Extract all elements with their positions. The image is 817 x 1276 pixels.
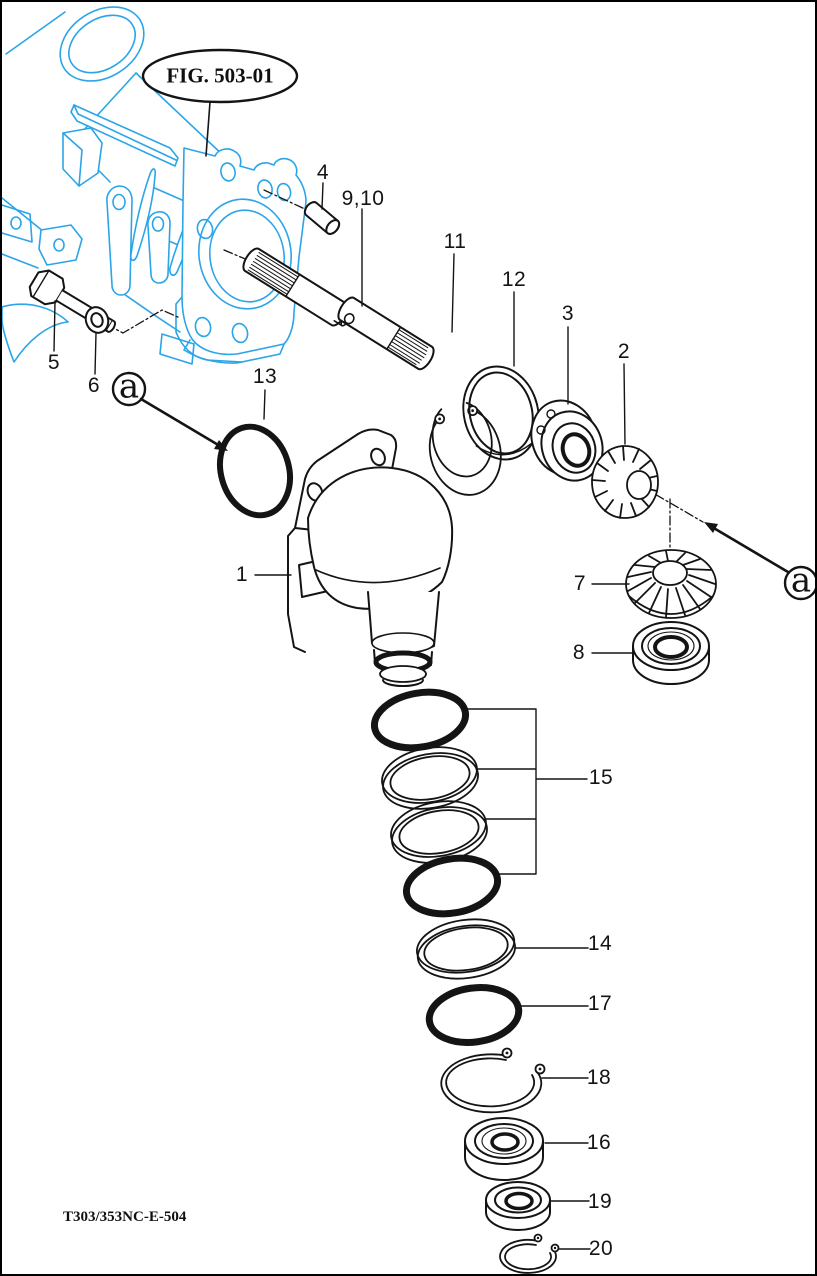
callout-15: 15 [588, 766, 614, 789]
callout-18: 18 [586, 1066, 612, 1089]
figure-number-balloon-label: FIG. 503-01 [166, 63, 274, 88]
callout-19: 19 [587, 1190, 613, 1213]
callout-11: 11 [443, 230, 467, 253]
callout-12: 12 [501, 268, 527, 291]
view-marker-a-right [704, 522, 815, 601]
callout-7: 7 [573, 572, 587, 595]
view-marker-a-left [111, 371, 228, 451]
washer-6 [84, 306, 110, 334]
bevel-gear-2 [591, 445, 659, 519]
leader-lines [53, 182, 636, 1250]
shaft-10 [337, 296, 435, 371]
callout-6: 6 [87, 374, 101, 397]
callout-3: 3 [561, 302, 575, 325]
fig-balloon [141, 48, 299, 104]
callout-13: 13 [252, 365, 278, 388]
ring-12 [462, 365, 540, 461]
callout-9-10: 9,10 [341, 187, 385, 210]
callout-2: 2 [617, 340, 631, 363]
bearing-16 [464, 1117, 544, 1181]
bearing-case-1 [287, 428, 454, 687]
pin-4 [303, 201, 341, 235]
document-code: T303/353NC-E-504 [63, 1209, 187, 1225]
o-ring-13 [217, 423, 293, 519]
ring-14 [416, 918, 516, 980]
bevel-gear-7 [625, 549, 717, 619]
callout-20: 20 [588, 1237, 614, 1260]
callout-17: 17 [587, 992, 613, 1015]
view-marker-letter-left: a [118, 366, 140, 407]
snap-ring-18 [440, 1047, 546, 1114]
o-ring-17 [425, 984, 523, 1046]
callout-5: 5 [47, 351, 61, 374]
bearing-8 [632, 621, 710, 685]
snap-ring-11 [428, 401, 502, 496]
ring-set-15 [370, 688, 502, 918]
bearing-19 [485, 1181, 551, 1231]
snap-ring-20 [499, 1233, 560, 1274]
view-marker-letter-right: a [790, 560, 812, 601]
callout-1: 1 [235, 563, 249, 586]
callout-14: 14 [587, 932, 613, 955]
callout-4: 4 [316, 161, 330, 184]
callout-8: 8 [572, 641, 586, 664]
callout-16: 16 [586, 1131, 612, 1154]
fig-leader-line [205, 101, 211, 157]
axle-housing [2, 6, 307, 365]
bearing-3 [530, 399, 604, 482]
